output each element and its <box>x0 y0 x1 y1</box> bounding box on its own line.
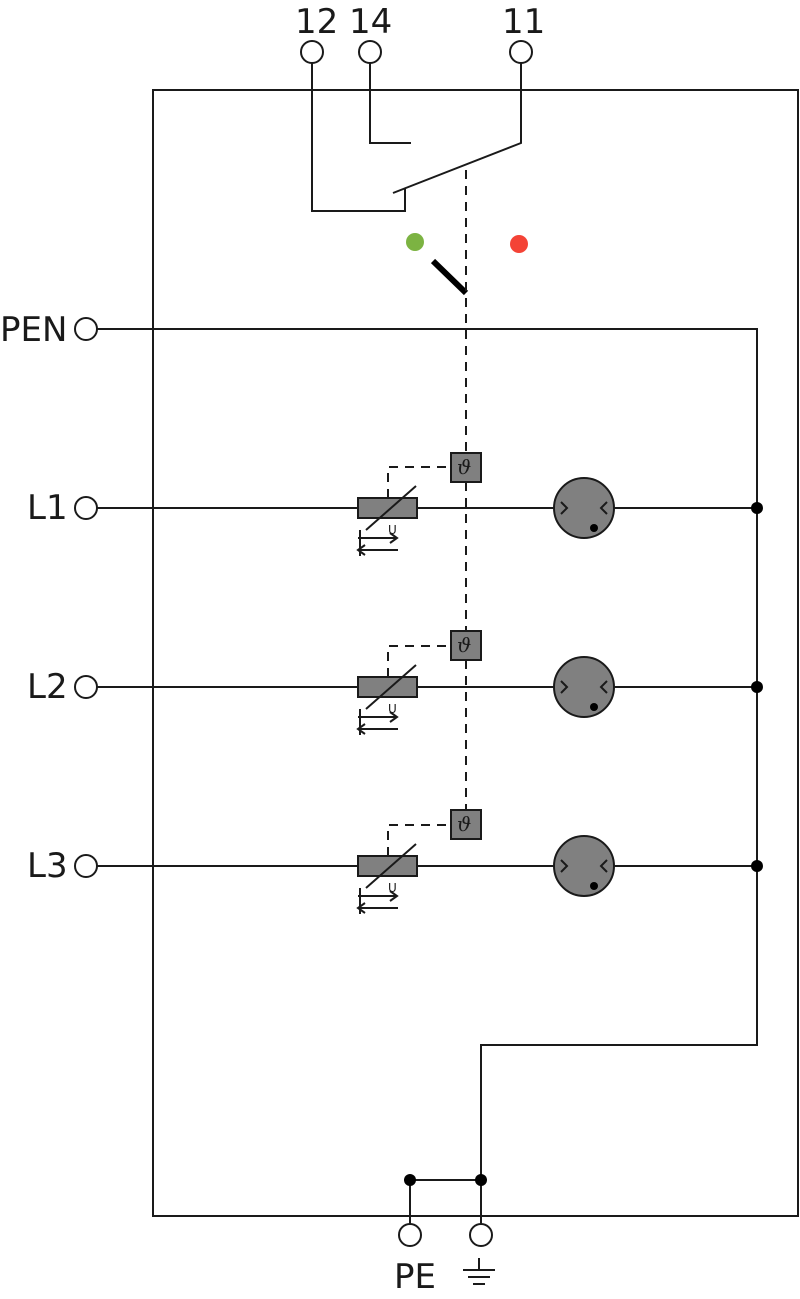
contact-11-wire <box>392 63 522 194</box>
l2-junction <box>751 681 763 693</box>
l3-arrow-left-head <box>356 902 366 914</box>
terminal-l1[interactable] <box>74 496 98 520</box>
l2-thermal-link <box>387 645 451 677</box>
l1-arrow-left-head <box>356 544 366 556</box>
l3-thermal-fuse <box>450 809 482 840</box>
terminal-ground[interactable] <box>469 1223 493 1247</box>
terminal-l3-label: L3 <box>27 846 68 886</box>
l2-gdt-dot <box>590 703 598 711</box>
terminal-l2-label: L2 <box>27 667 68 707</box>
pen-bus <box>97 328 758 1180</box>
terminal-12[interactable] <box>300 40 324 64</box>
l2-arrow-right-head <box>389 711 399 723</box>
l2-gas-discharge-tube <box>553 656 615 718</box>
l2-gdt-arrow-right <box>599 680 608 694</box>
pe-junction <box>404 1174 416 1186</box>
terminal-11-label: 11 <box>502 2 545 42</box>
l1-arrow-right-head <box>389 532 399 544</box>
l1-gdt-arrow-right <box>599 501 608 515</box>
terminal-l1-label: L1 <box>27 488 68 528</box>
l2-varistor <box>357 676 418 698</box>
l1-gdt-arrow-left <box>560 501 569 515</box>
l2-varistor-mark: U <box>388 702 397 716</box>
l3-varistor <box>357 855 418 877</box>
l1-thermal-fuse <box>450 452 482 483</box>
ground-icon: ⏚ <box>463 1258 495 1285</box>
l2-varistor-slash <box>365 664 417 710</box>
l1-varistor-mark: U <box>388 523 397 537</box>
contact-14-wire <box>369 63 411 144</box>
enclosure-frame <box>152 89 799 1217</box>
terminal-pe-label: PE <box>394 1257 436 1297</box>
l2-gdt-arrow-left <box>560 680 569 694</box>
l1-varistor-slash <box>365 485 417 531</box>
l3-gas-discharge-tube <box>553 835 615 897</box>
terminal-pen[interactable] <box>74 317 98 341</box>
terminal-pe[interactable] <box>398 1223 422 1247</box>
l3-gdt-dot <box>590 882 598 890</box>
terminal-l3[interactable] <box>74 854 98 878</box>
l1-thermal-link <box>387 466 451 498</box>
l3-junction <box>751 860 763 872</box>
indicator-flag <box>430 258 469 296</box>
l3-gdt-arrow-left <box>560 859 569 873</box>
l1-thermal-symbol: ϑ <box>457 455 471 479</box>
l2-thermal-symbol: ϑ <box>457 633 471 657</box>
l3-thermal-symbol: ϑ <box>457 812 471 836</box>
status-indicator-ok <box>406 233 424 251</box>
l3-thermal-link <box>387 824 451 856</box>
l1-gdt-dot <box>590 524 598 532</box>
l3-arrow-right-head <box>389 890 399 902</box>
l1-varistor <box>357 497 418 519</box>
contact-12-wire <box>311 63 406 212</box>
status-indicator-fault <box>510 235 528 253</box>
terminal-l2[interactable] <box>74 675 98 699</box>
l3-varistor-slash <box>365 843 417 889</box>
terminal-14-label: 14 <box>349 2 392 42</box>
terminal-pen-label: PEN <box>0 310 67 350</box>
terminal-11[interactable] <box>509 40 533 64</box>
l2-arrow-left-head <box>356 723 366 735</box>
terminal-14[interactable] <box>358 40 382 64</box>
l2-thermal-fuse <box>450 630 482 661</box>
l3-gdt-arrow-right <box>599 859 608 873</box>
l3-varistor-mark: U <box>388 881 397 895</box>
l1-gas-discharge-tube <box>553 477 615 539</box>
ground-junction <box>475 1174 487 1186</box>
terminal-12-label: 12 <box>295 2 338 42</box>
l1-junction <box>751 502 763 514</box>
